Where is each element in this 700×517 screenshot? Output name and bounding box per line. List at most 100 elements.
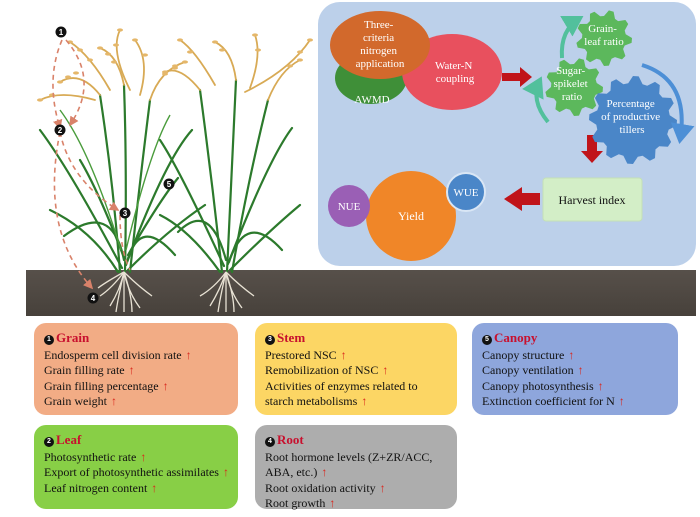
root-item: Root oxidation activity↑: [265, 481, 447, 496]
wue-label: WUE: [453, 187, 478, 199]
marker-5: 5: [163, 178, 175, 190]
root-item-text: Root hormone levels (Z+ZR/ACC, ABA, etc.…: [265, 450, 433, 480]
stem-item: Activities of enzymes related to starch …: [265, 379, 447, 410]
stem-list: Prestored NSC↑Remobilization of NSC↑Acti…: [265, 348, 447, 410]
rice-plant-left: [37, 28, 207, 313]
gear-group: [545, 10, 677, 164]
grain-item-text: Grain filling percentage: [44, 378, 159, 393]
sugar-spikelet-ratio-label: Sugar- spikelet ratio: [554, 65, 591, 103]
up-arrow-icon: ↑: [162, 378, 169, 393]
up-arrow-icon: ↑: [618, 394, 625, 409]
svg-text:2: 2: [58, 126, 63, 135]
grain-item: Endosperm cell division rate↑: [44, 348, 228, 363]
root-item: Root hormone levels (Z+ZR/ACC, ABA, etc.…: [265, 450, 447, 481]
yield-label: Yield: [398, 209, 424, 223]
nitrogen-application-label: Three- criteria nitrogen application: [356, 19, 405, 70]
canopy-list: Canopy structure↑Canopy ventilation↑Cano…: [482, 348, 668, 410]
marker-4: 4: [87, 292, 99, 304]
yield-node: [366, 171, 456, 261]
up-arrow-icon: ↑: [340, 348, 347, 362]
grain-list: Endosperm cell division rate↑Grain filli…: [44, 348, 228, 410]
grain-item-text: Endosperm cell division rate: [44, 348, 182, 362]
svg-text:4: 4: [91, 294, 96, 303]
number-badge: 1: [44, 335, 54, 345]
up-arrow-icon: ↑: [597, 378, 604, 393]
marker-1: 1: [55, 26, 67, 38]
up-arrow-icon: ↑: [151, 480, 158, 495]
canopy-item: Canopy photosynthesis↑: [482, 379, 668, 394]
up-arrow-icon: ↑: [577, 363, 584, 378]
productive-tillers-label: Percentage of productive tillers: [601, 98, 663, 136]
stem-item: Prestored NSC↑: [265, 348, 447, 363]
up-arrow-icon: ↑: [321, 465, 328, 480]
productive-tillers-gear: [589, 76, 677, 164]
up-arrow-icon: ↑: [128, 363, 135, 378]
canopy-item: Canopy structure↑: [482, 348, 668, 363]
grain-item: Grain filling percentage↑: [44, 379, 228, 394]
nitrogen-application-node: [330, 11, 430, 79]
up-arrow-icon: ↑: [382, 363, 389, 378]
curved-arrow-up: [559, 15, 584, 59]
marker-3: 3: [119, 207, 131, 219]
grain-item: Grain weight↑: [44, 394, 228, 409]
rice-plant-right: [158, 33, 313, 313]
root-list: Root hormone levels (Z+ZR/ACC, ABA, etc.…: [265, 450, 447, 512]
grain-leaf-ratio-label: Grain- leaf ratio: [584, 23, 624, 48]
canopy-item: Extinction coefficient for N↑: [482, 394, 668, 409]
curved-arrow-right: [641, 63, 695, 144]
leaf-item-text: Leaf nitrogen content: [44, 480, 148, 495]
nue-node: [328, 185, 370, 227]
sugar-spikelet-gear: [545, 58, 603, 116]
up-arrow-icon: ↑: [329, 496, 336, 511]
svg-text:3: 3: [123, 209, 128, 218]
up-arrow-icon: ↑: [140, 450, 147, 464]
svg-text:5: 5: [167, 180, 172, 189]
nue-label: NUE: [338, 201, 361, 213]
soil-band: [26, 270, 696, 316]
up-arrow-icon: ↑: [361, 394, 368, 409]
harvest-index-label: Harvest index: [559, 193, 626, 207]
marker-2: 2: [54, 124, 66, 136]
canopy-item-text: Canopy structure: [482, 348, 565, 362]
grain-item-text: Grain filling rate: [44, 363, 125, 378]
grain-leaf-gear: [576, 10, 632, 66]
number-badge: 5: [482, 335, 492, 345]
stem-item-text: Prestored NSC: [265, 348, 337, 362]
canopy-item: Canopy ventilation↑: [482, 363, 668, 378]
canopy-item-text: Canopy photosynthesis: [482, 378, 594, 393]
grain-item: Grain filling rate↑: [44, 363, 228, 378]
leaf-item-text: Export of photosynthetic assimilates: [44, 465, 219, 480]
leaf-list: Photosynthetic rate↑Export of photosynth…: [44, 450, 229, 496]
root-item-text: Root oxidation activity: [265, 480, 376, 495]
stem-item-text: Remobilization of NSC: [265, 363, 379, 378]
number-badge: 3: [265, 335, 275, 345]
svg-text:1: 1: [59, 28, 64, 37]
leaf-item: Photosynthetic rate↑: [44, 450, 228, 465]
grain-item-text: Grain weight: [44, 394, 107, 409]
stem-item-text: Activities of enzymes related to starch …: [265, 378, 418, 409]
canopy-item-text: Canopy ventilation: [482, 363, 574, 378]
awmd-label: AWMD: [354, 94, 389, 106]
number-badge: 4: [265, 437, 275, 447]
up-arrow-icon: ↑: [379, 480, 386, 495]
harvest-index-box: [542, 177, 643, 222]
up-arrow-icon: ↑: [110, 394, 117, 409]
leaf-item: Leaf nitrogen content↑: [44, 481, 228, 496]
wue-node: [446, 172, 486, 212]
up-arrow-icon: ↑: [185, 348, 192, 362]
leaf-item-text: Photosynthetic rate: [44, 450, 137, 464]
leaf-item: Export of photosynthetic assimilates↑: [44, 465, 229, 480]
up-arrow-icon: ↑: [568, 348, 575, 362]
stem-item: Remobilization of NSC↑: [265, 363, 447, 378]
transport-arrows: [52, 39, 131, 290]
canopy-item-text: Extinction coefficient for N: [482, 394, 615, 409]
